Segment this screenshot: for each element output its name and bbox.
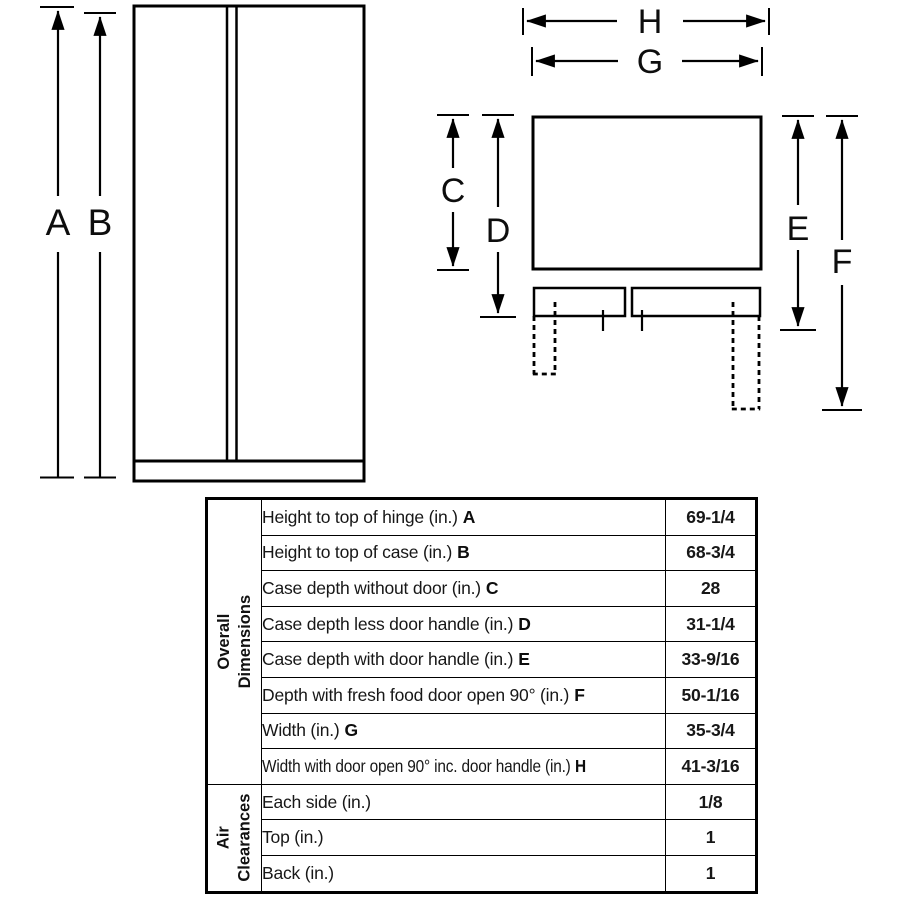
front-view-diagram: A B: [40, 4, 366, 483]
row-label: Each side (in.): [262, 791, 371, 812]
dim-c-label: C: [441, 172, 466, 210]
row-description: Top (in.): [261, 819, 666, 856]
row-dim-key: H: [575, 755, 586, 776]
row-dim-key: C: [485, 577, 499, 598]
row-description: Each side (in.): [261, 783, 666, 821]
row-description: Case depth less door handle (in.)D: [261, 605, 666, 643]
group-label-air-clearances: Air Clearances: [206, 783, 262, 893]
spec-table: Overall Dimensions Height to top of hing…: [205, 497, 758, 894]
row-dim-key: E: [518, 649, 530, 670]
spec-row: Air Clearances Each side (in.) 1/8: [206, 783, 757, 893]
dim-a-label: A: [46, 202, 71, 243]
group-label-line: Air: [214, 826, 233, 850]
dim-h-label: H: [638, 3, 663, 41]
dim-g-line: [531, 47, 763, 76]
dim-d-line: [480, 114, 516, 318]
right-door-top-outline: [630, 286, 762, 318]
row-value: 1: [665, 819, 757, 856]
spec-row: Back (in.) 1: [207, 854, 757, 893]
row-label: Back (in.): [262, 862, 334, 883]
dim-e-line: [780, 115, 816, 331]
row-description: Height to top of hinge (in.)A: [261, 498, 666, 536]
row-value: 1: [665, 854, 757, 893]
dim-d-label: D: [486, 212, 511, 250]
dim-b-line: [84, 12, 116, 479]
row-description: Case depth with door handle (in.)E: [261, 641, 666, 678]
row-label: Case depth with door handle (in.): [262, 649, 514, 670]
spec-row: Case depth less door handle (in.)D 31-1/…: [207, 605, 757, 643]
dim-e-label: E: [787, 210, 810, 248]
row-label: Width with door open 90° inc. door handl…: [262, 755, 571, 776]
case-top-outline: [531, 115, 763, 271]
row-value: 68-3/4: [665, 534, 757, 572]
group-label-line: Dimensions: [235, 595, 254, 689]
spec-row: Top (in.) 1: [207, 819, 757, 856]
row-value: 28: [665, 570, 757, 607]
spec-row: Depth with fresh food door open 90° (in.…: [207, 676, 757, 714]
row-value: 69-1/4: [665, 498, 757, 536]
row-label: Top (in.): [262, 827, 324, 848]
spec-row: Height to top of case (in.)B 68-3/4: [207, 534, 757, 572]
row-dim-key: A: [462, 506, 476, 527]
group-label-line: Clearances: [235, 793, 254, 882]
left-door-top-outline: [532, 286, 627, 318]
dim-h-line: [522, 8, 770, 35]
row-description: Depth with fresh food door open 90° (in.…: [261, 676, 666, 714]
row-value: 33-9/16: [665, 641, 757, 678]
right-handle-dashed-outline: [731, 302, 761, 411]
row-value: 31-1/4: [665, 605, 757, 643]
row-dim-key: G: [344, 720, 359, 741]
row-label: Case depth less door handle (in.): [262, 613, 514, 634]
row-label: Case depth without door (in.): [262, 577, 481, 598]
row-description: Height to top of case (in.)B: [261, 534, 666, 572]
dim-a-line: [40, 6, 74, 479]
dimension-diagrams: A B H G: [40, 3, 862, 483]
dim-b-label: B: [88, 202, 113, 243]
row-dim-key: F: [574, 684, 585, 705]
row-label: Height to top of case (in.): [262, 542, 453, 563]
row-dim-key: B: [457, 542, 470, 563]
dim-f-label: F: [832, 243, 853, 281]
group-label-line: Overall: [214, 613, 233, 670]
row-value: 1/8: [665, 783, 757, 821]
row-dim-key: D: [518, 613, 531, 634]
fridge-front-outline: [132, 4, 366, 483]
top-view-diagram: H G: [437, 3, 862, 411]
group-label-overall-dimensions: Overall Dimensions: [206, 498, 262, 785]
row-description: Case depth without door (in.)C: [261, 570, 666, 607]
spec-row: Width with door open 90° inc. door handl…: [207, 748, 757, 785]
dim-f-line: [822, 115, 862, 411]
row-label: Height to top of hinge (in.): [262, 506, 458, 527]
spec-table-container: Overall Dimensions Height to top of hing…: [205, 497, 758, 894]
dim-g-label: G: [637, 43, 663, 81]
spec-row: Case depth without door (in.)C 28: [207, 570, 757, 607]
spec-row: Case depth with door handle (in.)E 33-9/…: [207, 641, 757, 678]
row-label: Depth with fresh food door open 90° (in.…: [262, 684, 570, 705]
left-handle-dashed-outline: [532, 302, 557, 376]
row-description: Width with door open 90° inc. door handl…: [261, 748, 666, 785]
row-description: Back (in.): [261, 854, 666, 893]
row-label: Width (in.): [262, 720, 340, 741]
row-value: 41-3/16: [665, 748, 757, 785]
spec-row: Width (in.)G 35-3/4: [207, 712, 757, 750]
row-value: 50-1/16: [665, 676, 757, 714]
spec-row: Overall Dimensions Height to top of hing…: [206, 498, 757, 785]
row-value: 35-3/4: [665, 712, 757, 750]
dim-c-line: [437, 114, 469, 271]
row-description: Width (in.)G: [261, 712, 666, 750]
